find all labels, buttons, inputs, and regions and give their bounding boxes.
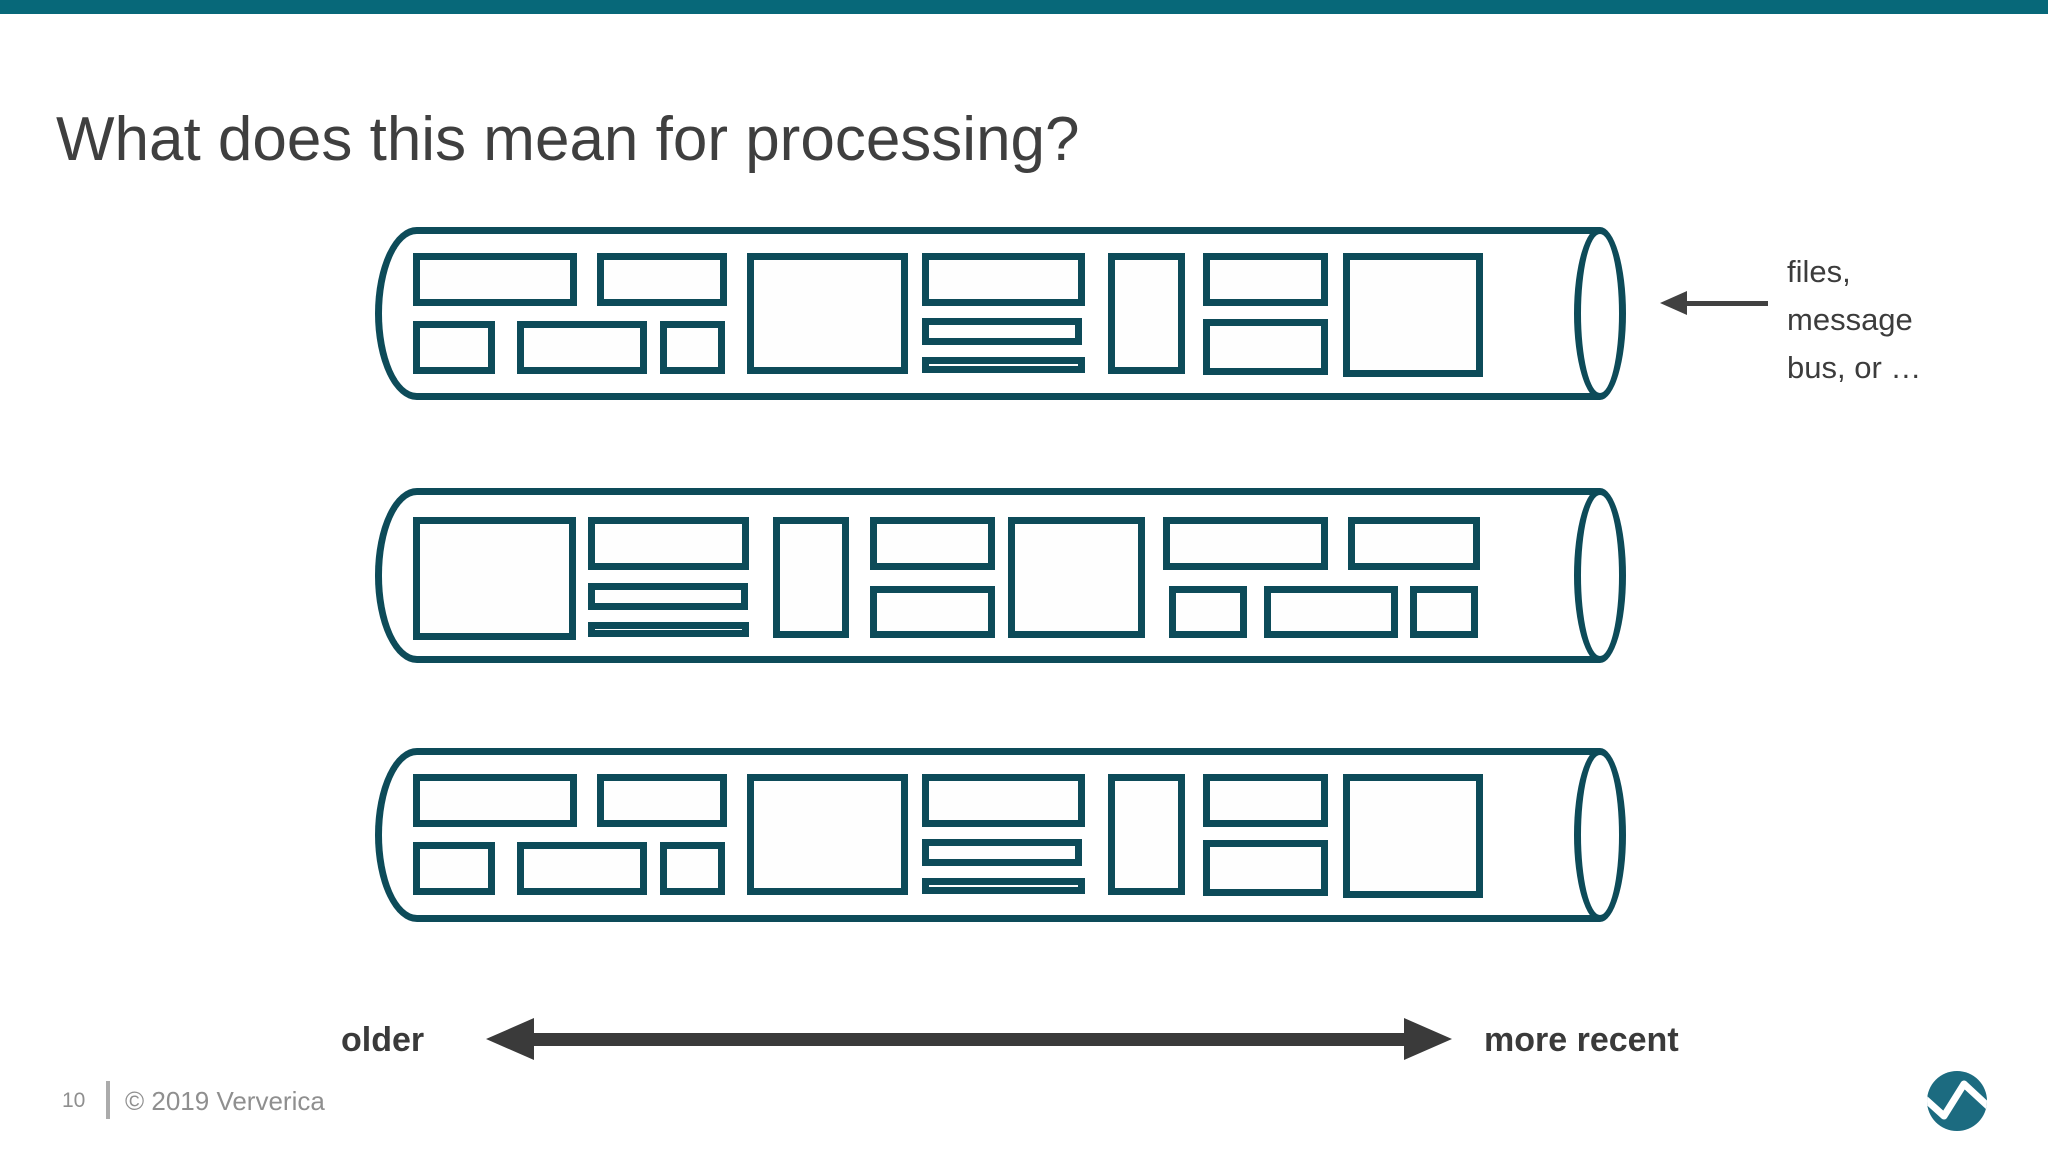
cylinder-bottom-body [375,748,1600,922]
record-block [1343,774,1483,898]
slide-accent-bar [0,0,2048,14]
record-block [1203,774,1328,827]
record-block [413,774,577,827]
record-block [588,622,749,637]
record-block [1008,517,1145,638]
record-block [660,321,725,374]
record-block [660,842,725,895]
record-block [588,583,748,610]
record-block [413,321,495,374]
footer-separator [106,1081,110,1119]
record-block [1203,253,1328,306]
cylinder-top-end-cap [1574,227,1626,400]
record-block [747,774,908,895]
page-number: 10 [62,1089,86,1112]
record-block [747,253,908,374]
record-block [922,253,1085,306]
record-block [922,357,1085,373]
annotation-line-2: message [1787,302,1913,337]
record-block [870,586,995,638]
record-block [1169,586,1247,638]
record-block [588,517,749,570]
timeline-arrow-right-head-icon [1404,1018,1452,1060]
record-block [1348,517,1480,570]
record-block [413,517,576,640]
record-block [1108,253,1185,374]
annotation-text: files, message bus, or … [1787,248,1921,392]
record-block [1264,586,1398,638]
slide-title: What does this mean for processing? [56,104,1080,174]
record-block [870,517,995,570]
cylinder-middle-body [375,488,1600,663]
annotation-arrow-shaft [1684,301,1768,306]
record-block [1108,774,1185,895]
record-block [517,321,647,374]
timeline-label-more-recent: more recent [1484,1021,1679,1059]
cylinder-top-body [375,227,1600,400]
record-block [922,318,1082,345]
timeline-arrow-left-head-icon [486,1018,534,1060]
record-block [773,517,849,638]
annotation-arrow-head-icon [1660,291,1687,315]
ververica-logo-icon [1927,1071,1987,1131]
timeline-label-older: older [341,1021,425,1059]
record-block [1163,517,1328,570]
record-block [413,842,495,895]
record-block [922,839,1082,866]
record-block [413,253,577,306]
copyright-text: © 2019 Ververica [125,1086,325,1116]
record-block [1203,840,1328,896]
record-block [517,842,647,895]
cylinder-bottom-end-cap [1574,748,1626,922]
record-block [922,878,1085,894]
record-block [1410,586,1478,638]
record-block [597,774,727,827]
record-block [597,253,727,306]
annotation-line-1: files, [1787,254,1851,289]
record-block [1343,253,1483,377]
annotation-line-3: bus, or … [1787,350,1922,385]
record-block [1203,319,1328,375]
timeline-arrow-shaft [505,1033,1430,1046]
record-block [922,774,1085,827]
cylinder-middle-end-cap [1574,488,1626,663]
